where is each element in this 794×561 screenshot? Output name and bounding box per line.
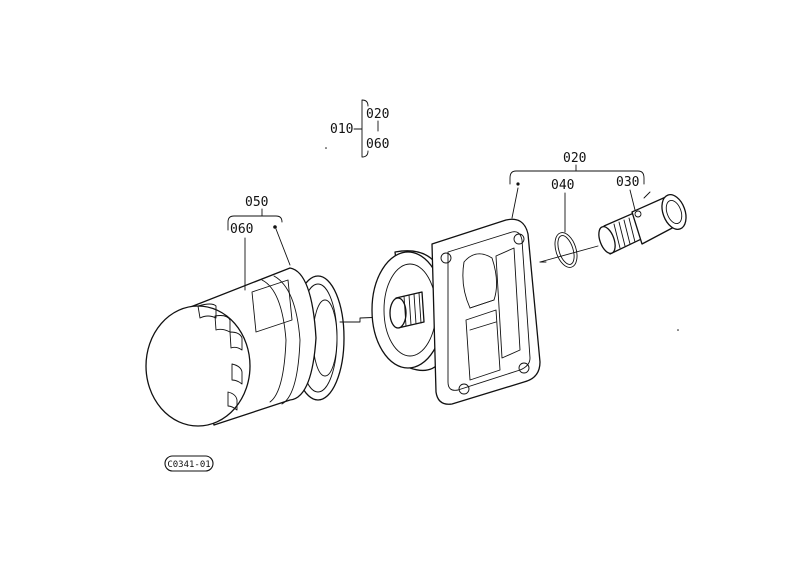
oil-filter-cartridge	[145, 267, 345, 427]
label-020-top: 020	[366, 107, 389, 122]
diagram-code-text: C0341-01	[167, 460, 210, 470]
label-020-flange: 020	[563, 151, 586, 166]
label-060-top: 060	[366, 137, 389, 152]
label-030: 030	[616, 175, 639, 190]
filter-label-group: 050 060	[227, 195, 291, 291]
label-060-filter: 060	[230, 222, 253, 237]
label-050: 050	[245, 195, 268, 210]
label-010: 010	[330, 122, 353, 137]
filter-head	[371, 250, 445, 372]
o-ring	[554, 232, 578, 268]
label-040: 040	[551, 178, 574, 193]
assembly-tree: 010 020 060	[325, 99, 389, 158]
mounting-flange	[431, 218, 547, 405]
relief-valve	[598, 191, 687, 255]
diagram-code-badge: C0341-01	[164, 455, 214, 472]
